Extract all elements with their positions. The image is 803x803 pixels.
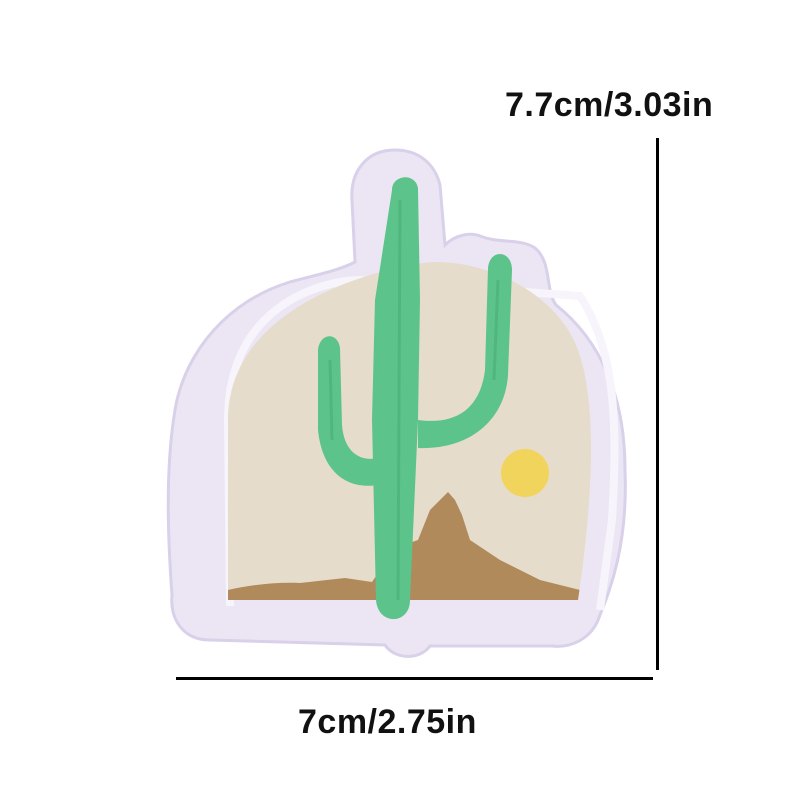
width-dimension-line [176, 677, 653, 680]
cactus-trunk [372, 177, 420, 620]
width-dimension-label: 7cm/2.75in [298, 703, 477, 741]
height-dimension-label: 7.7cm/3.03in [505, 86, 714, 124]
cactus-right-arm [418, 253, 512, 449]
cactus-left-arm [318, 336, 378, 486]
cactus-shading [328, 199, 500, 601]
sun-icon [501, 449, 549, 497]
height-dimension-line [656, 138, 659, 670]
